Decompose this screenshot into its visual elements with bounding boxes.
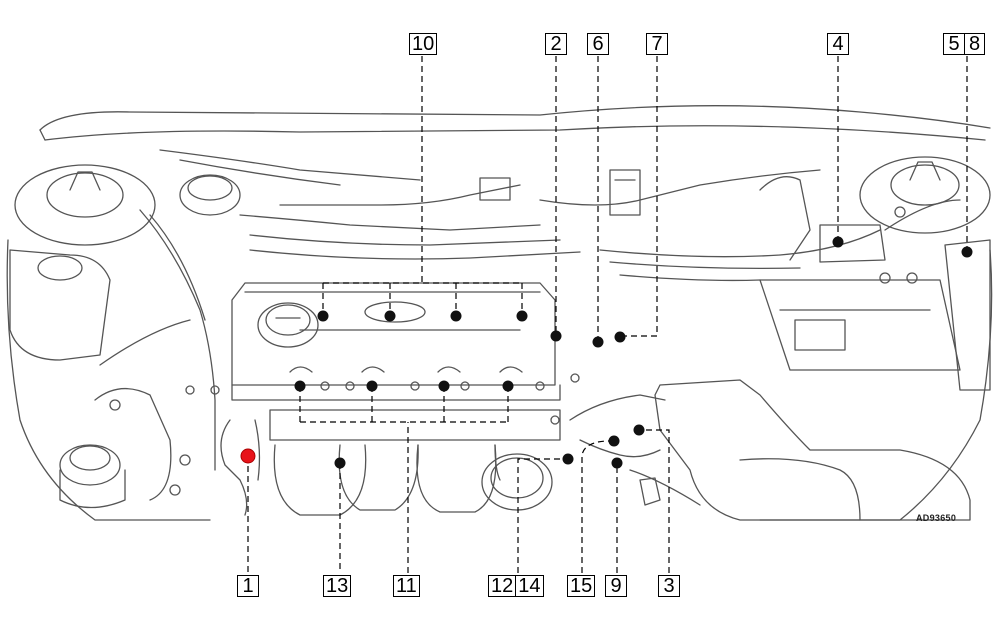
callout-4-label: 4 — [832, 33, 844, 55]
marker-11d — [502, 380, 514, 392]
marker-2 — [550, 330, 562, 342]
marker-9 — [611, 457, 623, 469]
callout-6-label: 6 — [592, 33, 604, 55]
marker-10a — [317, 310, 329, 322]
callout-2-label: 2 — [550, 33, 562, 55]
marker-10c — [450, 310, 462, 322]
callout-5-8: 5 8 — [943, 33, 985, 55]
callout-9: 9 — [605, 575, 627, 597]
callout-6: 6 — [587, 33, 609, 55]
callout-1: 1 — [237, 575, 259, 597]
marker-11b — [366, 380, 378, 392]
marker-7 — [614, 331, 626, 343]
callout-12-label: 12 — [491, 575, 514, 597]
callout-10: 10 — [409, 33, 438, 55]
callout-7: 7 — [646, 33, 668, 55]
callout-8-label: 8 — [964, 34, 984, 54]
marker-8 — [961, 246, 973, 258]
engine-line-art — [6, 105, 993, 521]
callout-14-label: 14 — [515, 576, 542, 596]
callout-15: 15 — [567, 575, 596, 597]
marker-12-14 — [562, 453, 574, 465]
callout-leader-lines — [247, 56, 968, 573]
callout-13-label: 13 — [326, 575, 349, 597]
reference-code: AD93650 — [916, 513, 957, 523]
marker-6 — [592, 336, 604, 348]
callout-7-label: 7 — [651, 33, 663, 55]
marker-11a — [294, 380, 306, 392]
callout-10-label: 10 — [412, 33, 435, 55]
marker-3 — [633, 424, 645, 436]
callout-15-label: 15 — [570, 575, 593, 597]
callout-2: 2 — [545, 33, 567, 55]
marker-10b — [384, 310, 396, 322]
callout-4: 4 — [827, 33, 849, 55]
callout-11-label: 11 — [396, 575, 417, 597]
marker-4 — [832, 236, 844, 248]
marker-13 — [334, 457, 346, 469]
marker-10d — [516, 310, 528, 322]
callout-12-14: 12 14 — [488, 575, 544, 597]
component-markers — [240, 236, 973, 469]
marker-11c — [438, 380, 450, 392]
callout-3-label: 3 — [663, 575, 675, 597]
marker-1-highlight — [240, 448, 256, 464]
callout-13: 13 — [323, 575, 352, 597]
callout-3: 3 — [658, 575, 680, 597]
callout-9-label: 9 — [610, 575, 622, 597]
marker-15 — [608, 435, 620, 447]
callout-5-label: 5 — [948, 33, 960, 55]
callout-1-label: 1 — [242, 575, 254, 597]
callout-11: 11 — [393, 575, 420, 597]
